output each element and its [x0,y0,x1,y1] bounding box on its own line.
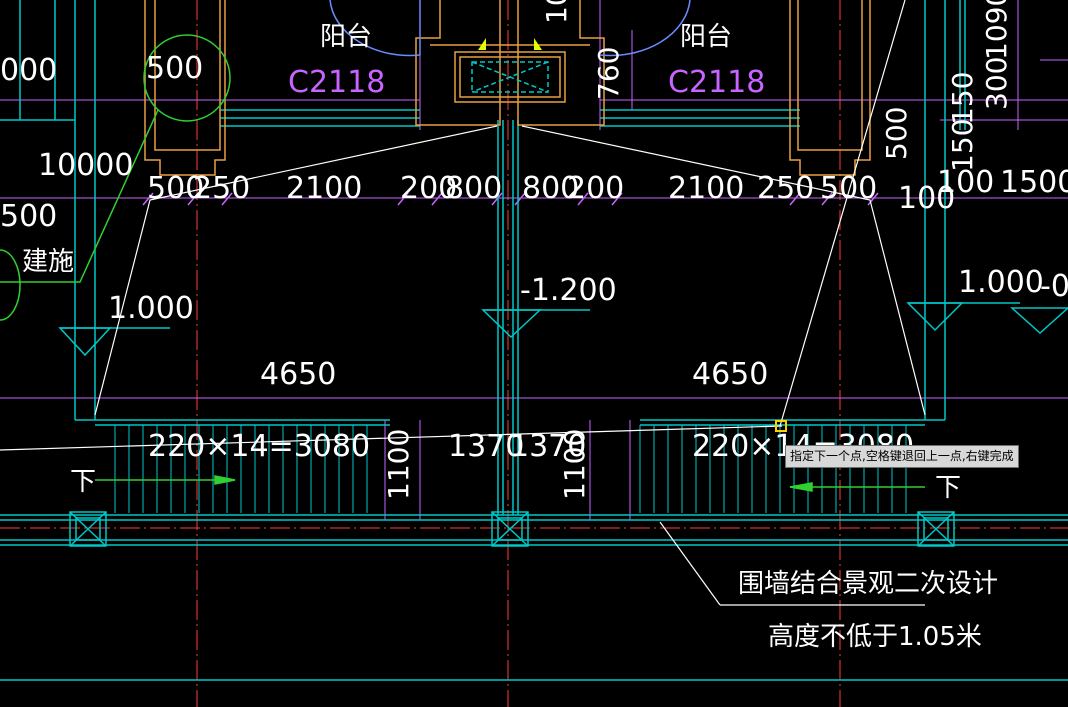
dim-top-left-500: 500 [146,51,203,86]
walls [0,0,1068,681]
dim-500-right: 500 [820,171,877,206]
dim-800-right: 800 [522,171,579,206]
room-label-balcony-left: 阳台 [320,22,372,52]
dim-left-10000: 10000 [38,148,133,183]
stair-down-left: 下 [70,467,96,497]
dim-200-right: 200 [567,171,624,206]
dim-200-left: 200 [400,171,457,206]
window-tag-right: C2118 [668,65,765,100]
span-left-4650: 4650 [260,357,336,392]
window-tag-left: C2118 [288,65,385,100]
dim-height-1100-a: 1100 [382,429,415,500]
dim-2100-right: 2100 [668,171,744,206]
dim-right-1500: 1500 [1000,165,1068,200]
wall-note-line2: 高度不低于1.05米 [768,622,982,652]
dim-500-left: 500 [147,171,204,206]
dim-right-1090: 1090 [980,0,1013,60]
dimension-ticks [142,192,879,206]
dim-right-500v: 500 [880,107,913,160]
dimension-lines [0,0,1068,520]
dim-760: 760 [592,47,625,100]
annotation-leaders [0,34,925,492]
window-frames [144,0,871,176]
span-right-4650: 4650 [692,357,768,392]
sketch-lines [0,0,926,606]
room-label-balcony-right: 阳台 [680,22,732,52]
door-arcs [329,0,691,57]
dim-left-000: 000 [0,53,57,88]
yellow-markers [478,38,542,50]
drawing-text: 阳台 C2118 阳台 C2118 500 10000 000 500 建施 5… [0,0,1068,652]
dim-2100-left: 2100 [286,171,362,206]
dim-250-left: 250 [193,171,250,206]
dim-center-1370-a: 1370 [448,429,524,464]
dim-right-150b: 150 [946,119,979,172]
dim-250-right: 250 [757,171,814,206]
stair-treads [114,425,907,513]
cursor-prompt-tooltip: 指定下一个点,空格键退回上一点,右键完成 [785,445,1019,468]
elev-center: -1.200 [520,273,617,308]
dim-800-left: 800 [445,171,502,206]
elev-right: 1.000 [958,265,1044,300]
dim-right-100: 100 [937,165,994,200]
elevation-markers [58,302,1068,357]
elev-far-right: -0 [1040,269,1068,304]
structural-columns [69,511,955,547]
dim-right-150: 150 [946,72,979,125]
dim-right-300: 300 [980,57,1013,110]
stair-spec-left: 220×14=3080 [148,429,370,464]
stair-down-right: 下 [935,473,961,503]
dim-right-100b: 100 [898,181,955,216]
wall-note-line1: 围墙结合景观二次设计 [738,569,998,599]
dim-center-1370-b: 1370 [510,429,586,464]
dim-left-500: 500 [0,199,57,234]
dim-height-1100-b: 1100 [558,429,591,500]
snap-marker [775,420,787,432]
dim-10: 10 [540,0,573,24]
vent-symbol [471,61,549,93]
note-jianshi: 建施 [22,247,74,277]
elev-left: 1.000 [108,291,194,326]
